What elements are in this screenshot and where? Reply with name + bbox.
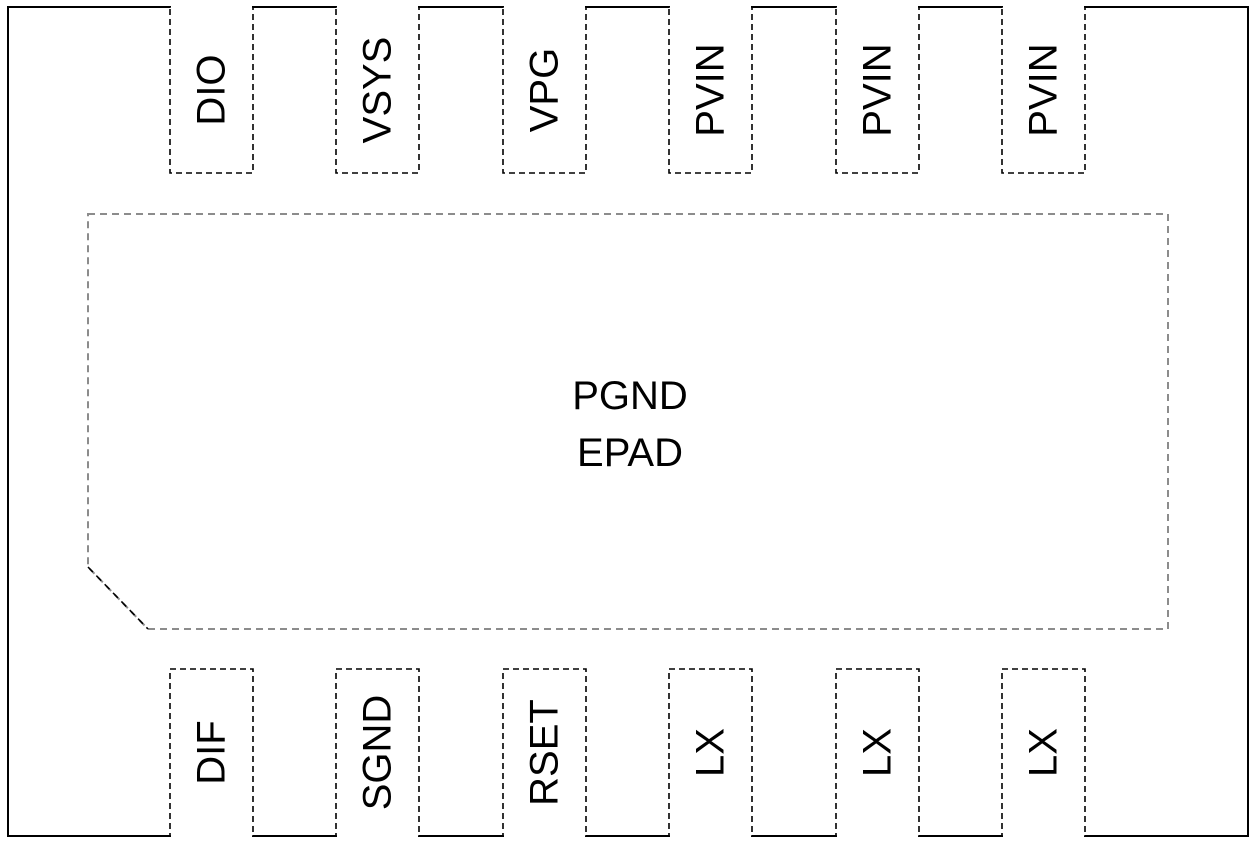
exposed-pad-chamfer <box>87 566 149 630</box>
pin-label: VSYS <box>356 37 400 144</box>
pin-outline <box>502 6 587 174</box>
pin-label: DIO <box>190 54 234 125</box>
bottom-pin-row: DIF SGND RSET LX LX LX <box>169 668 1086 838</box>
bottom-pin-1: DIF <box>169 668 254 838</box>
exposed-pad-label-epad: EPAD <box>577 431 683 475</box>
bottom-pin-3: RSET <box>502 668 587 838</box>
pin-outline <box>668 6 753 174</box>
pin-label: DIF <box>190 720 234 784</box>
top-pin-6: PVIN <box>1001 5 1086 174</box>
top-pin-4: PVIN <box>668 5 753 174</box>
top-pin-2: VSYS <box>335 5 420 174</box>
pin-outline <box>169 6 254 174</box>
pin-outline <box>668 668 753 837</box>
pin-outline <box>335 668 420 837</box>
bottom-pin-5: LX <box>835 668 920 838</box>
pin-outline <box>169 668 254 837</box>
top-pin-3: VPG <box>502 5 587 174</box>
pin-outline <box>835 668 920 837</box>
pin-outline <box>1001 668 1086 837</box>
bottom-pin-2: SGND <box>335 668 420 838</box>
pin-label: LX <box>1022 728 1066 777</box>
bottom-pin-6: LX <box>1001 668 1086 838</box>
pin-label: PVIN <box>689 43 733 136</box>
exposed-pad-label-pgnd: PGND <box>572 374 688 418</box>
pin-label: LX <box>689 728 733 777</box>
pin-label: RSET <box>523 699 567 806</box>
pin-outline <box>835 6 920 174</box>
pin-label: PVIN <box>856 43 900 136</box>
pin-label: SGND <box>356 695 400 811</box>
top-pin-1: DIO <box>169 5 254 174</box>
pin-label: PVIN <box>1022 43 1066 136</box>
pin-outline <box>1001 6 1086 174</box>
pin-label: LX <box>856 728 900 777</box>
top-pin-5: PVIN <box>835 5 920 174</box>
exposed-pad-outline <box>87 213 1169 630</box>
pin-outline <box>502 668 587 837</box>
bottom-pin-4: LX <box>668 668 753 838</box>
top-pin-row: DIO VSYS VPG PVIN PVIN PVIN <box>169 5 1086 174</box>
pin-label: VPG <box>523 48 567 132</box>
